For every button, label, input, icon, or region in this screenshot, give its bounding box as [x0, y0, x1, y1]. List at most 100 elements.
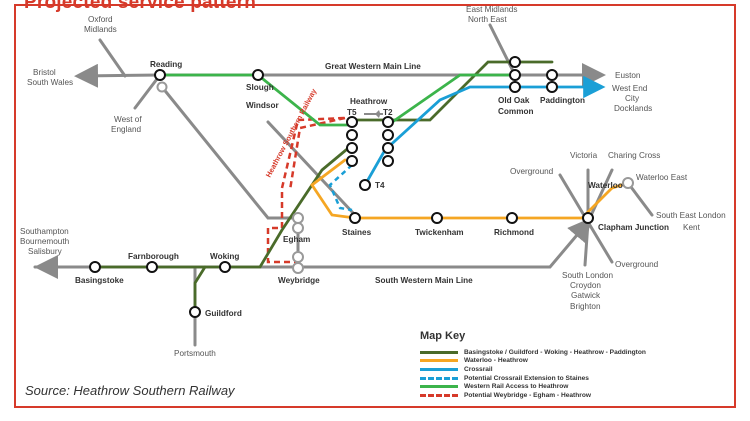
label-croydon: Croydon: [570, 281, 601, 290]
label-south-london: South London: [562, 271, 613, 280]
map-key-row: Waterloo - Heathrow: [420, 357, 646, 366]
label-bristol: Bristol: [33, 68, 56, 77]
map-key-label: Waterloo - Heathrow: [464, 357, 528, 365]
station-guildford: [189, 306, 201, 318]
crossrail-extension: [328, 164, 353, 212]
station-old-oak-2: [509, 69, 521, 81]
grey-network: [33, 23, 654, 347]
map-key-label: Western Rail Access to Heathrow: [464, 383, 569, 391]
label-old-oak-1: Old Oak: [498, 96, 530, 105]
station-paddington-1: [546, 69, 558, 81]
station-staines: [349, 212, 361, 224]
label-farnborough: Farnborough: [128, 252, 179, 261]
map-key-title: Map Key: [420, 330, 466, 342]
label-oxford: Oxford: [88, 15, 113, 24]
station-reading: [154, 69, 166, 81]
windsor-line: [266, 120, 357, 217]
label-t2: T2: [383, 108, 393, 117]
label-old-oak-2: Common: [498, 107, 533, 116]
map-key-row: Crossrail: [420, 365, 646, 374]
label-basingstoke: Basingstoke: [75, 276, 124, 285]
label-euston: Euston: [615, 71, 641, 80]
east-midlands-branch: [488, 23, 517, 77]
label-victoria: Victoria: [570, 151, 598, 160]
south-london-branch: [583, 220, 590, 267]
label-weybridge: Weybridge: [278, 276, 320, 285]
label-bournemouth: Bournemouth: [20, 237, 70, 246]
map-key-swatch: [420, 350, 458, 354]
label-overground-s: Overground: [615, 260, 659, 269]
map-frame: [14, 4, 736, 408]
label-gwml: Great Western Main Line: [325, 62, 421, 71]
heathrow-terminal-stations: [346, 116, 394, 191]
station-woking: [219, 261, 231, 273]
label-north-east: North East: [468, 15, 507, 24]
label-t5: T5: [347, 108, 357, 117]
label-salisbury: Salisbury: [28, 247, 63, 256]
map-key-label: Potential Crossrail Extension to Staines: [464, 374, 589, 382]
label-kent: Kent: [683, 223, 701, 232]
station-clapham: [582, 212, 594, 224]
bristol-branch: [74, 63, 162, 88]
label-swml: South Western Main Line: [375, 276, 473, 285]
source-caption: Source: Heathrow Southern Railway: [25, 383, 235, 398]
green-route: [158, 73, 517, 127]
label-twickenham: Twickenham: [415, 228, 464, 237]
label-city: City: [625, 94, 640, 103]
overground-n-branch: [558, 173, 590, 224]
map-key-row: Potential Crossrail Extension to Staines: [420, 374, 646, 383]
map-key-swatch: [420, 385, 458, 389]
station-twickenham: [431, 212, 443, 224]
label-gatwick: Gatwick: [571, 291, 601, 300]
label-west-end: West End: [612, 84, 648, 93]
label-south-wales: South Wales: [27, 78, 73, 87]
label-woking: Woking: [210, 252, 239, 261]
label-t4: T4: [375, 181, 385, 190]
station-farnborough: [146, 261, 158, 273]
charing-branch: [586, 168, 614, 224]
label-egham: Egham: [283, 235, 310, 244]
label-west-of: West of: [114, 115, 142, 124]
label-southampton: Southampton: [20, 227, 69, 236]
map-title: Projected service pattern: [24, 0, 257, 13]
map-key-label: Crossrail: [464, 365, 493, 373]
label-staines: Staines: [342, 228, 372, 237]
map-key-swatch: [420, 359, 458, 363]
olive-route: [93, 60, 554, 314]
label-waterloo-east: Waterloo East: [636, 173, 688, 182]
crossrail-route: [363, 75, 606, 187]
map-key-swatch: [420, 393, 458, 397]
station-slough: [252, 69, 264, 81]
labels: Reading Slough Windsor Heathrow T5 T2 T4…: [20, 5, 726, 358]
label-portsmouth: Portsmouth: [174, 349, 216, 358]
station-richmond: [506, 212, 518, 224]
label-overground-n: Overground: [510, 167, 554, 176]
waterloo-east-branch: [626, 181, 654, 217]
overground-s-branch: [586, 220, 614, 264]
label-clapham: Clapham Junction: [598, 223, 669, 232]
label-east-midlands: East Midlands: [466, 5, 517, 14]
map-key: Basingstoke / Guildford - Woking - Heath…: [420, 348, 646, 400]
label-guildford: Guildford: [205, 309, 242, 318]
west-england-branch: [133, 73, 162, 110]
map-key-label: Basingstoke / Guildford - Woking - Heath…: [464, 348, 646, 356]
station-old-oak-3: [509, 81, 521, 93]
label-midlands: Midlands: [84, 25, 117, 34]
station-paddington-2: [546, 81, 558, 93]
map-key-row: Basingstoke / Guildford - Woking - Heath…: [420, 348, 646, 357]
oxford-branch: [98, 38, 127, 78]
map-key-swatch: [420, 367, 458, 371]
map-key-row: Potential Weybridge - Egham - Heathrow: [420, 391, 646, 400]
grey-stations: [156, 81, 634, 274]
label-se-london: South East London: [656, 211, 726, 220]
map-key-swatch: [420, 376, 458, 380]
stations: [89, 56, 594, 318]
label-heathrow: Heathrow: [350, 97, 388, 106]
label-richmond: Richmond: [494, 228, 534, 237]
station-old-oak-1: [509, 56, 521, 68]
airplane-icon: [364, 110, 383, 118]
label-paddington: Paddington: [540, 96, 585, 105]
label-slough: Slough: [246, 83, 274, 92]
label-waterloo: Waterloo: [588, 181, 623, 190]
label-docklands: Docklands: [614, 104, 652, 113]
